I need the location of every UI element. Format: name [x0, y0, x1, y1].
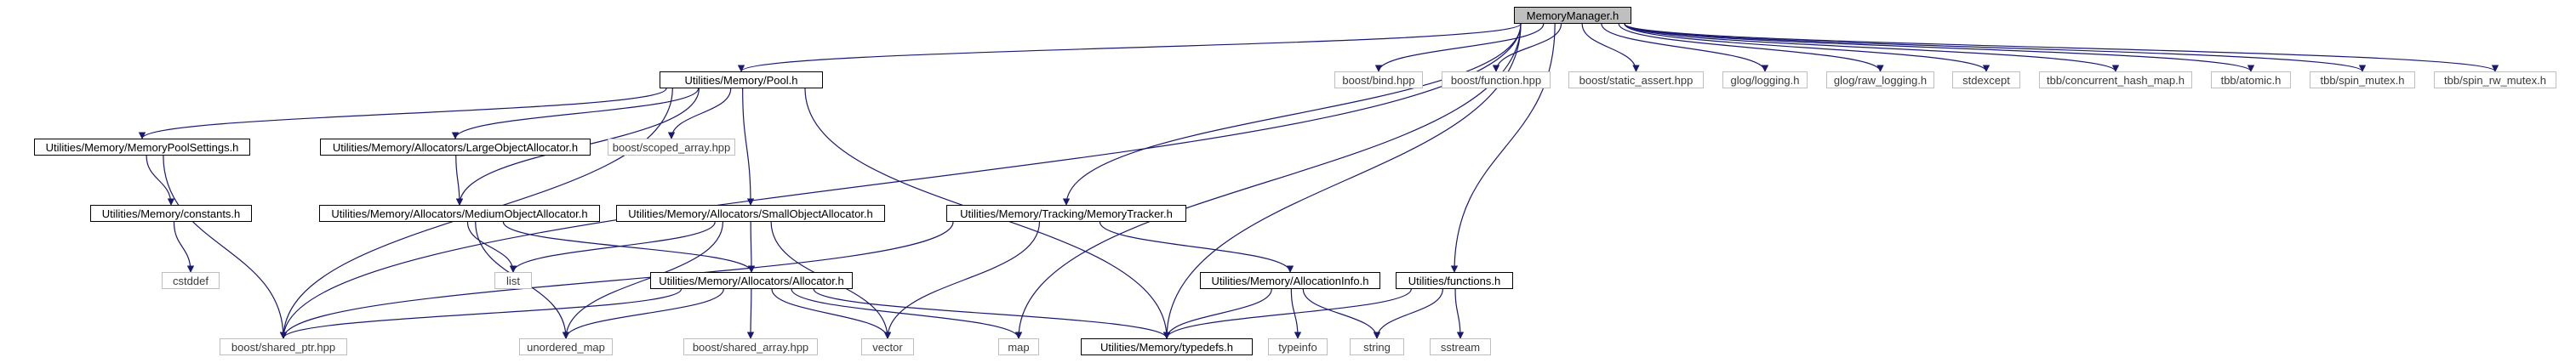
edge-mm-to-glog_logging: [1601, 23, 1769, 72]
tbb-spin-rw-mutex-node: tbb/spin_rw_mutex.h: [2434, 71, 2556, 88]
edge-allocator-to-unordered_map: [562, 288, 724, 339]
edge-medium_alloc-to-allocator: [502, 221, 756, 273]
edge-pool-to-pool_settings: [138, 88, 667, 139]
memory-pool-settings-node[interactable]: Utilities/Memory/MemoryPoolSettings.h: [34, 139, 250, 156]
edge-pool_settings-to-shared_ptr: [163, 155, 288, 339]
sstream-node: sstream: [1430, 338, 1491, 355]
small-object-allocator-node[interactable]: Utilities/Memory/Allocators/SmallObjectA…: [616, 205, 885, 222]
list-node: list: [494, 272, 532, 289]
edge-mm-to-pool: [738, 23, 1522, 72]
constants-node[interactable]: Utilities/Memory/constants.h: [90, 205, 252, 222]
edge-alloc_info-to-string: [1302, 288, 1381, 339]
glog-raw-logging-node: glog/raw_logging.h: [1826, 71, 1934, 88]
pool-node[interactable]: Utilities/Memory/Pool.h: [660, 71, 823, 88]
tbb-concurrent-hash-map-node: tbb/concurrent_hash_map.h: [2039, 71, 2192, 88]
edge-mm-to-tracker: [1062, 23, 1522, 206]
edge-mm-to-tbb_chm: [1624, 23, 2120, 72]
edge-pool-to-scoped_array: [667, 88, 732, 139]
edge-functions-to-string: [1373, 288, 1443, 339]
edge-pool-to-large_alloc: [451, 88, 700, 139]
edge-allocator-to-shared_ptr: [279, 288, 683, 339]
edge-mm-to-functions: [1450, 23, 1556, 273]
tbb-atomic-node: tbb/atomic.h: [2211, 71, 2291, 88]
edge-small_alloc-to-unordered_map: [562, 221, 724, 339]
edge-pool_settings-to-constants: [146, 155, 175, 206]
edge-pool-to-small_alloc: [742, 88, 755, 206]
edge-functions-to-sstream: [1454, 288, 1465, 339]
boost-shared-ptr-node: boost/shared_ptr.hpp: [220, 338, 347, 355]
boost-static-assert-node: boost/static_assert.hpp: [1568, 71, 1704, 88]
glog-logging-node: glog/logging.h: [1722, 71, 1808, 88]
large-object-allocator-node[interactable]: Utilities/Memory/Allocators/LargeObjectA…: [320, 139, 591, 156]
memory-manager-node[interactable]: MemoryManager.h: [1514, 7, 1631, 24]
edge-mm-to-bind: [1374, 23, 1545, 72]
stdexcept-node: stdexcept: [1952, 71, 2020, 88]
edge-mm-to-tbb_rw: [1624, 23, 2499, 72]
edge-allocator-to-vector: [771, 288, 892, 339]
edge-large_alloc-to-medium_alloc: [455, 155, 464, 206]
boost-shared-array-node: boost/shared_array.hpp: [683, 338, 818, 355]
boost-function-node: boost/function.hpp: [1442, 71, 1551, 88]
utilities-functions-node[interactable]: Utilities/functions.h: [1396, 272, 1513, 289]
boost-scoped-array-node: boost/scoped_array.hpp: [608, 139, 735, 156]
edge-tracker-to-alloc_info: [1099, 221, 1294, 273]
cstddef-node: cstddef: [162, 272, 220, 289]
edge-alloc_info-to-typeinfo: [1290, 288, 1302, 339]
edge-allocator-to-map: [791, 288, 1023, 339]
boost-bind-node: boost/bind.hpp: [1334, 71, 1423, 88]
edge-mm-to-glog_raw: [1618, 23, 1884, 72]
edge-mm-to-tbb_spin: [1624, 23, 2366, 72]
edge-functions-to-typedefs: [1162, 288, 1412, 339]
edge-allocator-to-typedefs: [813, 288, 1171, 339]
medium-object-allocator-node[interactable]: Utilities/Memory/Allocators/MediumObject…: [319, 205, 600, 222]
edge-tracker-to-shared_ptr: [279, 221, 954, 339]
typeinfo-node: typeinfo: [1268, 338, 1328, 355]
allocator-node[interactable]: Utilities/Memory/Allocators/Allocator.h: [650, 272, 853, 289]
edge-alloc_info-to-typedefs: [1162, 288, 1272, 339]
map-node: map: [998, 338, 1039, 355]
memory-typedefs-node[interactable]: Utilities/Memory/typedefs.h: [1081, 338, 1253, 355]
edge-mm-to-static_assert: [1581, 23, 1640, 72]
string-node: string: [1350, 338, 1404, 355]
unordered-map-node: unordered_map: [519, 338, 613, 355]
edge-constants-to-cstddef: [173, 221, 195, 273]
edge-mm-to-tbb_atomic: [1624, 23, 2254, 72]
edge-small_alloc-to-list: [509, 221, 716, 273]
vector-node: vector: [861, 338, 914, 355]
edge-mm-to-stdexcept: [1624, 23, 1991, 72]
memory-tracker-node[interactable]: Utilities/Memory/Tracking/MemoryTracker.…: [946, 205, 1186, 222]
edge-mm-to-function: [1492, 23, 1562, 72]
edge-medium_alloc-to-list: [466, 221, 517, 273]
tbb-spin-mutex-node: tbb/spin_mutex.h: [2310, 71, 2415, 88]
edge-tracker-to-vector: [883, 221, 1041, 339]
allocation-info-node[interactable]: Utilities/Memory/AllocationInfo.h: [1200, 272, 1380, 289]
